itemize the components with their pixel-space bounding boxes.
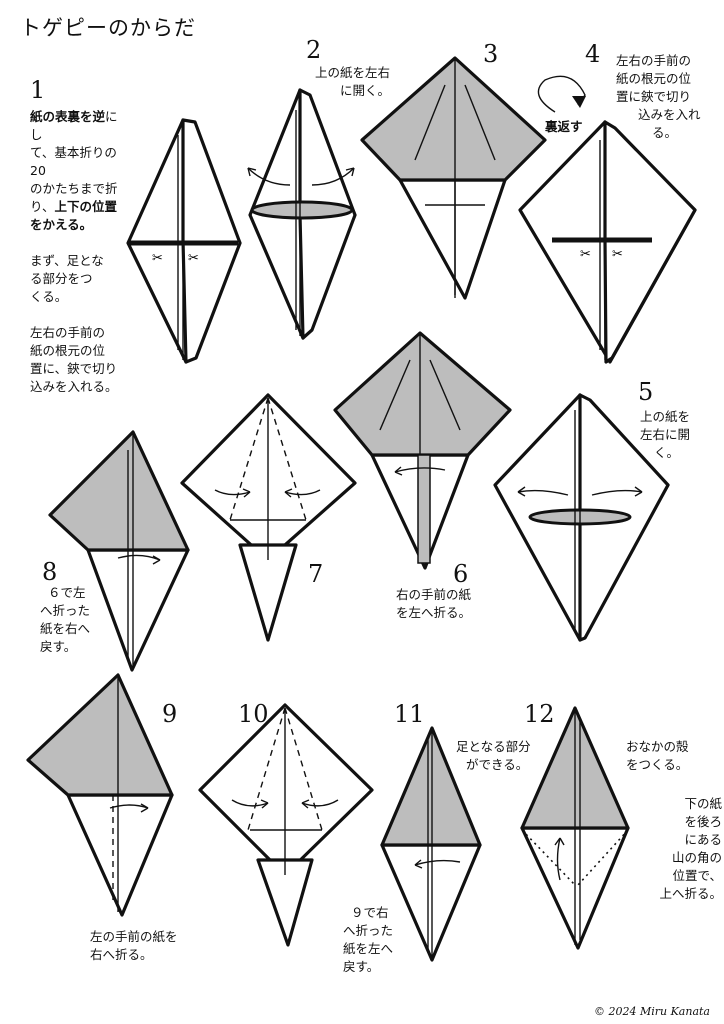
step-number: 9 <box>162 700 178 728</box>
step-1-line-11: 紙の根元の位 <box>30 343 106 358</box>
step-1-figure: ✂ ✂ <box>126 118 242 364</box>
step-number: 3 <box>483 40 499 68</box>
step-12-note: 下の紙を後ろにある山の角の位置で、上へ折る。 <box>659 796 722 901</box>
step-1-line-12: 置に、鋏で切り <box>30 361 118 376</box>
scissors-icon: ✂ <box>152 251 163 266</box>
step-1-line-8: くる。 <box>30 289 68 304</box>
step-8-instructions: ６で左へ折った紙を右へ戻す。 <box>40 585 91 654</box>
step-number: 6 <box>453 560 469 588</box>
step-number: 7 <box>308 560 324 588</box>
step-3-figure <box>360 56 547 300</box>
step-6-figure <box>333 331 512 570</box>
step-10-figure <box>198 703 374 947</box>
step-1-line-2: のかたちまで折 <box>30 181 118 196</box>
step-7-figure <box>180 393 357 642</box>
step-1-line-10: 左右の手前の <box>30 325 106 340</box>
step-5-figure <box>493 393 670 642</box>
step-2-instructions: 上の紙を左右に開く。 <box>314 65 390 98</box>
step-11-figure <box>380 726 482 962</box>
step-number: 4 <box>585 40 601 68</box>
step-9-instructions: 左の手前の紙を右へ折る。 <box>90 929 178 962</box>
step-2-figure <box>247 88 357 340</box>
turn-over-icon <box>572 96 586 108</box>
step-4-figure: ✂ ✂ <box>518 75 697 364</box>
step-number: 1 <box>30 76 46 104</box>
turn-over-label: 裏返す <box>545 119 583 134</box>
step-1-line-7: る部分をつ <box>30 271 93 286</box>
step-5-instructions: 上の紙を左右に開く。 <box>640 409 691 460</box>
step-11-instructions: 足となる部分ができる。 <box>456 739 531 772</box>
scissors-icon: ✂ <box>612 247 623 262</box>
step-11-note: ９で右へ折った紙を左へ戻す。 <box>343 905 394 974</box>
page-title: トゲピーのからだ <box>20 16 196 40</box>
step-number: 2 <box>306 36 322 64</box>
copyright: © 2024 Miru Kanata <box>593 1005 710 1018</box>
step-12-figure <box>520 706 630 950</box>
step-number: 8 <box>42 558 58 586</box>
step-4-instructions: 左右の手前の紙の根元の位置に鋏で切り込みを入れる。 <box>616 53 701 140</box>
step-1-line-0: 紙の表裏を逆にし <box>30 109 118 142</box>
step-number: 10 <box>238 700 269 728</box>
step-1-line-6: まず、足とな <box>30 253 104 268</box>
scissors-icon: ✂ <box>188 251 199 266</box>
scissors-icon: ✂ <box>580 247 591 262</box>
step-number: 5 <box>638 378 654 406</box>
step-number: 11 <box>394 700 425 728</box>
step-1-line-13: 込みを入れる。 <box>30 379 118 394</box>
step-12-instructions: おなかの殻をつくる。 <box>626 739 689 772</box>
step-6-instructions: 右の手前の紙を左へ折る。 <box>396 587 472 620</box>
step-1-line-1: て、基本折りの20 <box>30 145 117 178</box>
step-1-line-4: をかえる。 <box>30 217 93 232</box>
step-9-figure <box>26 673 174 917</box>
step-8-figure <box>48 430 190 672</box>
step-1-line-3: り、上下の位置 <box>30 199 118 214</box>
step-number: 12 <box>524 700 555 728</box>
step-1-instructions: 紙の表裏を逆にし て、基本折りの20 のかたちまで折 り、上下の位置 をかえる。… <box>30 108 130 396</box>
